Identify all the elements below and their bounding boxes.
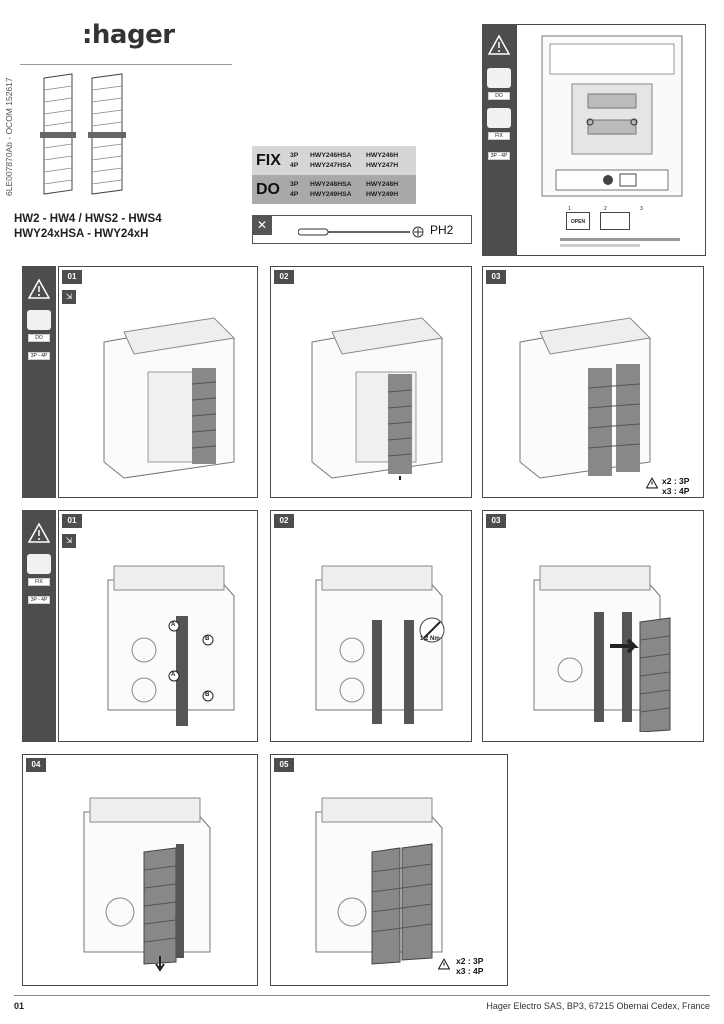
fix-cube-icon: [27, 554, 51, 574]
warning-icon: [28, 522, 50, 543]
do-row-3p: 3P HWY248HSA HWY248H: [290, 180, 399, 188]
fix-row-group: FIX 3P HWY246HSA HWY246H 4P HWY247HSA HW…: [252, 146, 416, 175]
fix-step-2-number: 02: [274, 514, 294, 528]
fix-section-tab: [22, 510, 56, 742]
fix-code: FIX: [256, 151, 281, 169]
screwdriver-size: PH2: [430, 223, 454, 237]
do-tag: DO: [488, 92, 510, 100]
do-row-group: DO 3P HWY248HSA HWY248H 4P HWY249HSA HWY…: [252, 175, 416, 204]
marker-a-bottom: A: [171, 672, 176, 678]
torque-value: 1,2 Nm: [420, 636, 440, 642]
fix-step-3-number: 03: [486, 514, 506, 528]
poles-tag: 3P - 4P: [28, 596, 50, 604]
company-address: Hager Electro SAS, BP3, 67215 Obernai Ce…: [486, 1001, 710, 1011]
fix-quantity-3p: x2 : 3P: [456, 956, 484, 966]
do-code: DO: [256, 180, 280, 198]
fixed-breaker-drawing: [533, 565, 671, 732]
breaker-drawing: [103, 317, 236, 479]
do-cube-icon: [27, 310, 51, 330]
do-row-4p: 4P HWY249HSA HWY249H: [290, 190, 399, 198]
fix-step-5-number: 05: [274, 758, 294, 772]
breaker-drawing: [311, 317, 444, 480]
fixed-breaker-drawing: [315, 565, 445, 724]
do-tag: DO: [28, 334, 50, 342]
page-number: 01: [14, 1001, 25, 1011]
product-reference-table: FIX 3P HWY246HSA HWY246H 4P HWY247HSA HW…: [252, 146, 416, 204]
fix-quantity-4p: x3 : 4P: [456, 966, 484, 976]
footer-rule: [14, 995, 710, 996]
hager-logo: :hager: [82, 20, 175, 50]
model-line-2: HWY24xHSA - HWY24xH: [14, 228, 149, 240]
do-step-1-number: 01: [62, 270, 82, 284]
open-indicator: OPEN: [566, 212, 590, 230]
fixed-breaker-drawing: [107, 565, 235, 726]
fix-cube-icon: [487, 108, 511, 128]
fix-row-4p: 4P HWY247HSA HWY247H: [290, 161, 399, 169]
shutters-illustration: [40, 73, 126, 195]
fixed-breaker-drawing: [83, 797, 211, 972]
poles-tag: 3P - 4P: [488, 152, 510, 160]
model-line-1: HW2 - HW4 / HWS2 - HWS4: [14, 213, 162, 225]
tools-icon: ✕: [252, 215, 272, 235]
header-rule: [20, 64, 232, 65]
overview-bar: [560, 238, 680, 241]
warning-icon: [28, 278, 50, 299]
overview-bar-2: [560, 244, 640, 247]
warning-icon: [488, 34, 510, 55]
do-cube-icon: [487, 68, 511, 88]
do-step-2-number: 02: [274, 270, 294, 284]
fix-tag: FIX: [488, 132, 510, 140]
fixed-breaker-drawing: [315, 797, 443, 965]
poles-tag: 3P - 4P: [28, 352, 50, 360]
spring-indicator: [600, 212, 630, 230]
overview-side-tab: [482, 24, 516, 256]
fix-tag: FIX: [28, 578, 50, 586]
screwdriver-icon: [298, 226, 424, 238]
document-reference: 6LE007870Ab - OCOM 152617: [4, 77, 14, 196]
warning-icon: [646, 477, 658, 489]
indicator-label-2: 2: [604, 206, 607, 212]
breaker-drawing: [519, 317, 652, 479]
fix-step-1-number: 01: [62, 514, 82, 528]
do-quantity-4p: x3 : 4P: [662, 486, 690, 496]
do-step-3-number: 03: [486, 270, 506, 284]
marker-b-bottom: B: [205, 692, 210, 698]
indicator-label-1: 1: [568, 206, 571, 212]
indicator-label-3: 3: [640, 206, 643, 212]
warning-icon: [438, 958, 450, 970]
fix-row-3p: 3P HWY246HSA HWY246H: [290, 151, 399, 159]
rack-out-icon: ⇲: [62, 290, 76, 304]
marker-b-top: B: [205, 636, 210, 642]
rack-out-icon: ⇲: [62, 534, 76, 548]
fix-step-4-number: 04: [26, 758, 46, 772]
marker-a-top: A: [171, 622, 176, 628]
do-section-tab: [22, 266, 56, 498]
do-quantity-3p: x2 : 3P: [662, 476, 690, 486]
breaker-front-view: [541, 35, 683, 197]
